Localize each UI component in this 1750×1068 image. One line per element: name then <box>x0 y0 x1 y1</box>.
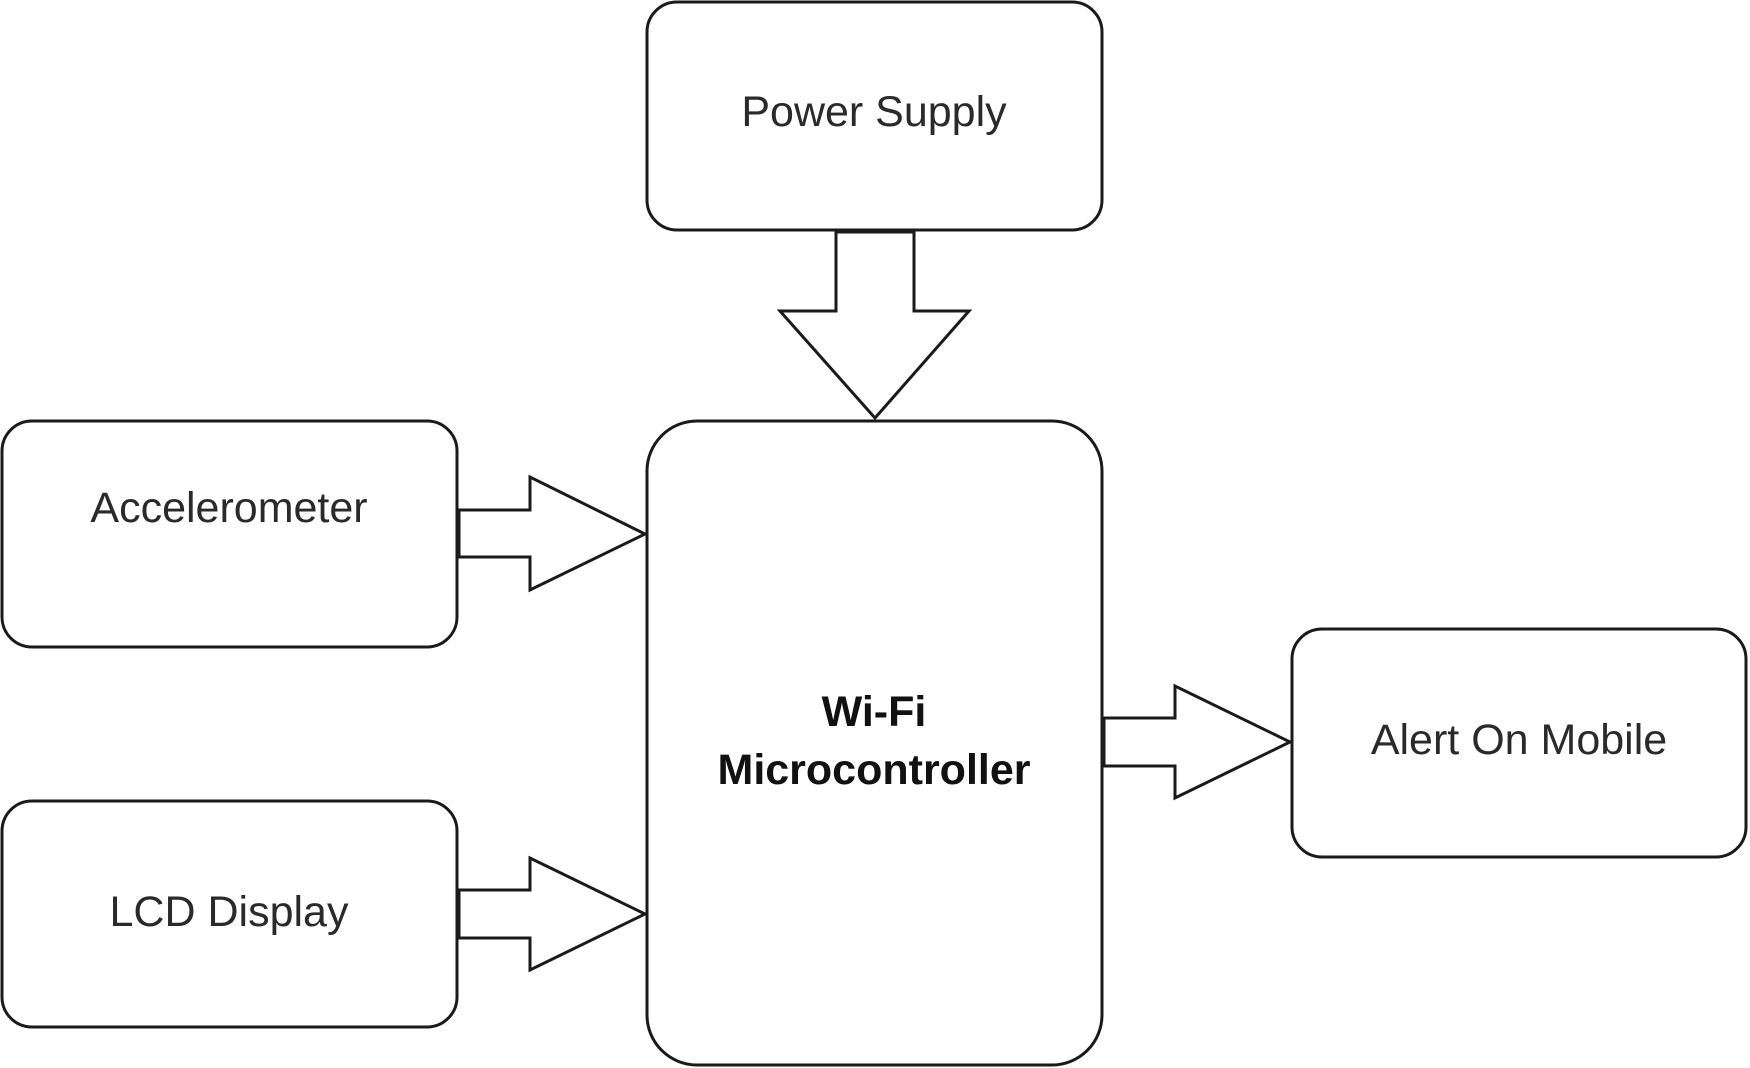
microcontroller-label-line1: Wi-Fi <box>822 688 927 736</box>
lcd-display-block: LCD Display <box>0 799 459 1029</box>
microcontroller-to-alert-arrow <box>1102 683 1294 801</box>
microcontroller-block: Wi-Fi Microcontroller <box>645 419 1104 1067</box>
lcd-display-label: LCD Display <box>110 888 349 936</box>
power-to-microcontroller-arrow <box>776 230 973 421</box>
microcontroller-label-line2: Microcontroller <box>718 746 1031 794</box>
power-supply-label: Power Supply <box>741 88 1007 136</box>
accelerometer-to-microcontroller-arrow <box>457 474 649 593</box>
alert-on-mobile-block: Alert On Mobile <box>1290 627 1748 859</box>
alert-on-mobile-label: Alert On Mobile <box>1371 716 1667 764</box>
accelerometer-label: Accelerometer <box>90 484 367 532</box>
lcd-to-microcontroller-arrow <box>457 855 649 973</box>
power-supply-block: Power Supply <box>645 0 1104 232</box>
accelerometer-block: Accelerometer <box>0 419 459 649</box>
